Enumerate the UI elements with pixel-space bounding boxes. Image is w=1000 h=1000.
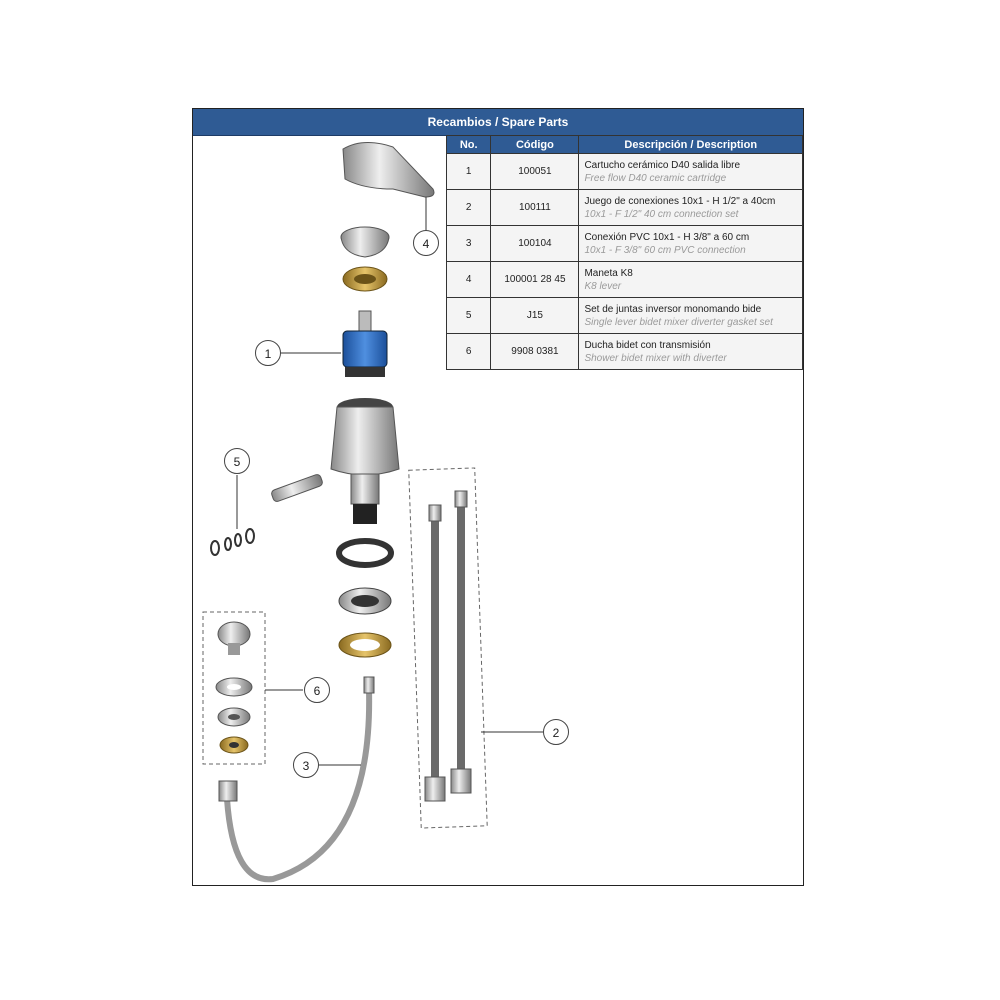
part-code: 9908 0381 — [490, 333, 580, 370]
part-number: 4 — [445, 261, 492, 298]
gasket-ring — [336, 538, 394, 568]
description-es: Juego de conexiones 10x1 - H 1/2" a 40cm — [584, 195, 776, 207]
connection-set-box — [408, 467, 488, 829]
description-en: Free flow D40 ceramic cartridge — [584, 172, 727, 184]
callout-3: 3 — [293, 752, 319, 778]
connection-hoses — [424, 490, 472, 802]
cartridge-part — [342, 310, 388, 377]
header-no: No. — [445, 135, 492, 154]
part-code: 100111 — [490, 189, 580, 226]
table-header-row: No. Código Descripción / Description — [445, 135, 803, 154]
callout-2: 2 — [543, 719, 569, 745]
callout-5: 5 — [224, 448, 250, 474]
lever-part — [342, 142, 435, 198]
mixer-body — [330, 398, 400, 524]
description-es: Cartucho cerámico D40 salida libre — [584, 159, 741, 171]
description-en: K8 lever — [584, 280, 622, 292]
description-es: Conexión PVC 10x1 - H 3/8" a 60 cm — [584, 231, 750, 243]
part-code: 100104 — [490, 225, 580, 262]
o-rings — [210, 528, 255, 556]
exploded-diagram — [202, 142, 543, 883]
part-number: 2 — [445, 189, 492, 226]
description-es: Maneta K8 — [584, 267, 633, 279]
part-description: Juego de conexiones 10x1 - H 1/2" a 40cm… — [578, 189, 803, 226]
shower-group-box — [202, 611, 266, 765]
description-en: Single lever bidet mixer diverter gasket… — [584, 316, 773, 328]
part-code: J15 — [490, 297, 580, 334]
part-number: 5 — [445, 297, 492, 334]
header-description: Descripción / Description — [578, 135, 803, 154]
part-number: 1 — [445, 153, 492, 190]
part-number: 6 — [445, 333, 492, 370]
pvc-hose — [224, 688, 373, 883]
header-code: Código — [490, 135, 580, 154]
diverter-pin — [271, 474, 323, 502]
callout-6: 6 — [304, 677, 330, 703]
part-number: 3 — [445, 225, 492, 262]
description-es: Ducha bidet con transmisión — [584, 339, 711, 351]
description-es: Set de juntas inversor monomando bide — [584, 303, 762, 315]
description-en: Shower bidet mixer with diverter — [584, 352, 727, 364]
part-code: 100051 — [490, 153, 580, 190]
description-en: 10x1 - F 3/8" 60 cm PVC connection — [584, 244, 746, 256]
callout-4: 4 — [413, 230, 439, 256]
spare-parts-sheet: Recambios / Spare Parts — [192, 108, 804, 886]
part-code: 100001 28 45 — [490, 261, 580, 298]
callout-1: 1 — [255, 340, 281, 366]
description-en: 10x1 - F 1/2" 40 cm connection set — [584, 208, 739, 220]
